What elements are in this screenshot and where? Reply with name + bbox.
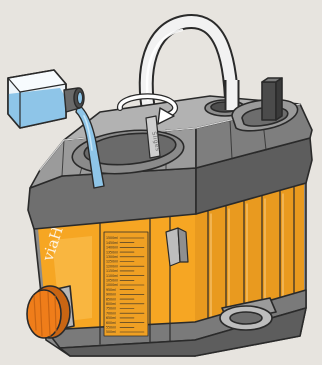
scale-mark-label: 1450ml [106, 241, 118, 245]
scale-mark-label: 550ml [106, 326, 116, 330]
scale-mark-label: 1250ml [106, 260, 118, 264]
scale-mark-label: 1200ml [106, 264, 118, 268]
scale-mark-label: 700ml [106, 311, 116, 315]
scale-mark-label: 750ml [106, 307, 116, 311]
scale-mark-label: 900ml [106, 293, 116, 297]
scale-mark-label: 1350ml [106, 250, 118, 254]
scale-mark-label: 1100ml [106, 274, 118, 278]
scale-mark-label: 1000ml [106, 283, 118, 287]
scale-mark-label: 800ml [106, 302, 116, 306]
scale-mark-label: 950ml [106, 288, 116, 292]
scale-mark-label: 1500ml [106, 236, 118, 240]
scale-mark-label: 500ml [106, 330, 116, 334]
scale-mark-label: 850ml [106, 297, 116, 301]
scale-mark-label: 1150ml [106, 269, 118, 273]
scale-mark-label: 650ml [106, 316, 116, 320]
scale-mark-label: 1050ml [106, 279, 118, 283]
measuring-scale: 1500ml1450ml1400ml1350ml1300ml1250ml1200… [104, 232, 148, 336]
scale-mark-label: 1400ml [106, 246, 118, 250]
scale-mark-label: 600ml [106, 321, 116, 325]
scale-mark-label: 1300ml [106, 255, 118, 259]
